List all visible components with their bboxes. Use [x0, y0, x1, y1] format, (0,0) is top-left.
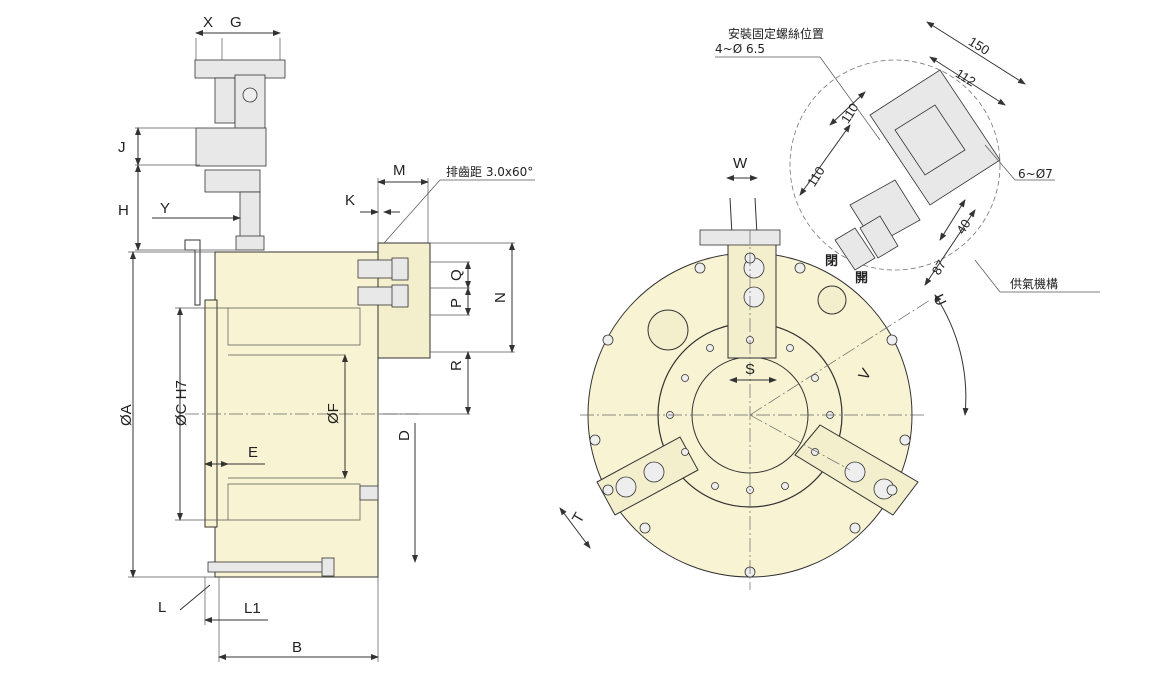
dim-e-label: E — [248, 444, 258, 461]
dim-87: 87 — [929, 257, 949, 277]
holes-note: 6~Ø7 — [1018, 167, 1053, 181]
valve-rod — [239, 191, 261, 241]
dim-u-label: U — [929, 292, 949, 309]
dim-d-label: D — [396, 430, 413, 441]
bottom-pipe — [207, 561, 334, 573]
front-flange — [204, 299, 218, 528]
left-jaw-bolt-1 — [615, 476, 637, 498]
close-label: 閉 — [825, 254, 838, 269]
dim-p-label: P — [448, 298, 465, 308]
cover-plate — [647, 309, 689, 351]
bottom-pipe-end — [321, 557, 335, 577]
cylinder-body — [214, 251, 379, 578]
dim-k-label: K — [345, 192, 355, 209]
valve-stem — [214, 77, 236, 124]
dim-n-label: N — [492, 292, 509, 303]
dim-phi-c-label: ØC H7 — [173, 380, 190, 426]
outer-bolt-holes — [589, 252, 911, 578]
supply-valve-body — [894, 104, 966, 176]
dim-l1-label: L1 — [244, 600, 261, 617]
dim-m-label: M — [393, 162, 406, 179]
dim-w-label: W — [733, 155, 748, 172]
dim-110-a: 110 — [838, 100, 862, 126]
dim-s-label: S — [745, 361, 755, 378]
fitting-upper-nut — [391, 257, 409, 281]
supply-note: 供氣機構 — [1010, 276, 1058, 291]
right-jaw-bolt-1 — [844, 461, 866, 483]
dim-b-label: B — [292, 639, 302, 656]
inner-bolt-holes — [666, 336, 834, 494]
dim-q-label: Q — [448, 269, 465, 281]
chamfer-note: 排齒距 3.0x60° — [446, 165, 533, 179]
dim-l-label: L — [158, 599, 166, 616]
dim-110-b: 110 — [804, 164, 828, 190]
dim-phi-f-label: ØF — [325, 403, 342, 424]
dim-j-label: J — [118, 139, 126, 156]
dim-r-label: R — [448, 360, 465, 371]
dim-g-label: G — [230, 14, 242, 31]
valve-port — [242, 87, 258, 103]
supply-fitting-2 — [859, 215, 899, 259]
dim-h-label: H — [118, 202, 129, 219]
side-plug — [359, 485, 379, 501]
left-jaw-bolt-2 — [643, 461, 665, 483]
valve-base — [204, 169, 261, 193]
gauge-port — [817, 285, 847, 315]
valve-nut — [235, 235, 265, 251]
mount-note-line1: 安裝固定螺絲位置 — [728, 26, 824, 41]
front-view: 閉 開 150 112 110 110 40 87 安裝固定螺絲位置 4~Ø 6… — [559, 21, 1100, 590]
top-jaw-bolt-2 — [743, 286, 765, 308]
dim-150: 150 — [966, 34, 992, 58]
dim-x-label: X — [203, 14, 213, 31]
fitting-lower-nut — [391, 284, 409, 308]
mount-note-line2: 4~Ø 6.5 — [715, 42, 765, 56]
upper-jaw-slot — [227, 307, 361, 346]
open-label: 開 — [855, 271, 868, 286]
dim-y-label: Y — [160, 200, 170, 217]
top-manifold — [699, 229, 781, 246]
side-view: X G J H Y M K 排齒距 3.0x60° Q P R N — [118, 14, 535, 662]
lower-jaw-slot — [227, 483, 361, 521]
supply-detail-circle — [789, 59, 1001, 271]
supply-fitting-1 — [834, 227, 876, 271]
valve-block — [195, 127, 267, 167]
dim-phi-a-label: ØA — [118, 404, 135, 426]
